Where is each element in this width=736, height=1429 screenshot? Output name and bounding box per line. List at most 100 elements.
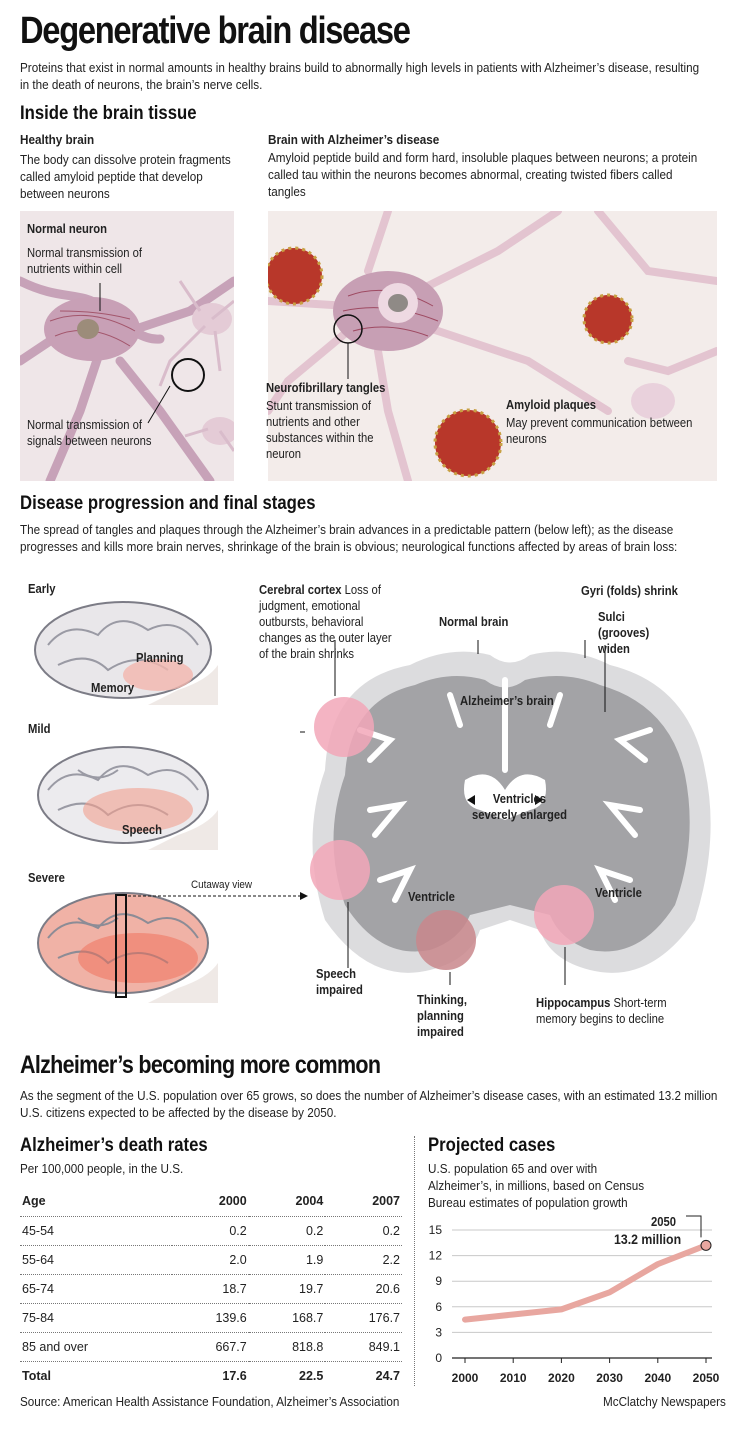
y-tick-label: 15 [429, 1223, 443, 1237]
x-tick-label: 2020 [548, 1371, 575, 1385]
normal-brain-label: Normal brain [439, 615, 509, 629]
y-tick-label: 12 [429, 1249, 443, 1263]
stage-severe-label: Severe [28, 871, 65, 885]
x-tick-label: 2030 [596, 1371, 623, 1385]
callout-leader [686, 1215, 702, 1238]
stage-early-label: Early [28, 582, 56, 596]
transmission-cell-label: Normal transmission of nutrients within … [27, 246, 143, 276]
alz-neuron-illustration [268, 211, 717, 481]
sulci-label: Sulci (grooves) widen [598, 610, 650, 656]
alz-brain-label: Alzheimer’s brain [460, 694, 554, 708]
cortex-annotation: Cerebral cortex Loss of judgment, emotio… [259, 582, 394, 662]
table-cell: 55-64 [20, 1245, 173, 1275]
column-header: Age [20, 1186, 173, 1217]
table-cell: 0.2 [172, 1216, 249, 1246]
alz-text: Amyloid peptide build and form hard, ins… [268, 150, 698, 199]
y-tick-label: 3 [435, 1325, 442, 1339]
cortex-title: Cerebral cortex [259, 583, 342, 597]
common-heading: Alzheimer’s becoming more common [20, 1051, 381, 1079]
credit: McClatchy Newspapers [603, 1394, 726, 1409]
page-title: Degenerative brain disease [20, 10, 411, 52]
x-tick-label: 2000 [452, 1371, 479, 1385]
stage-mild-label: Mild [28, 722, 51, 736]
table-cell: 168.7 [248, 1303, 326, 1333]
table-cell: 65-74 [20, 1274, 173, 1304]
healthy-text: The body can dissolve protein fragments … [20, 152, 231, 201]
early-brain-illustration [34, 601, 218, 705]
hippocampus-annotation: Hippocampus Short-term memory begins to … [536, 995, 698, 1027]
table-cell: 2.0 [172, 1245, 249, 1275]
table-cell: 1.9 [248, 1245, 326, 1275]
table-cell: 176.7 [325, 1303, 402, 1333]
table-cell: 0.2 [248, 1216, 326, 1246]
y-tick-label: 9 [435, 1274, 442, 1288]
progression-heading: Disease progression and final stages [20, 493, 316, 514]
callout-year: 2050 [651, 1215, 677, 1229]
projected-heading: Projected cases [428, 1135, 556, 1156]
table-cell: 20.6 [325, 1274, 402, 1304]
cortex-text: Loss of judgment, emotional outbursts, b… [259, 583, 392, 661]
table-cell: 18.7 [172, 1274, 249, 1304]
table-cell: 17.6 [222, 1368, 247, 1383]
y-tick-label: 0 [435, 1351, 442, 1365]
thinking-impaired-label: Thinking, planning impaired [417, 993, 468, 1039]
intro-text: Proteins that exist in normal amounts in… [20, 60, 700, 92]
cutaway-arrow [128, 892, 308, 900]
table-cell: 849.1 [325, 1332, 402, 1362]
data-point-2050 [700, 1239, 712, 1251]
speech-impaired-label: Speech impaired [316, 967, 363, 997]
table-cell: 818.8 [248, 1332, 326, 1362]
series-line [462, 1242, 709, 1323]
y-tick-label: 6 [435, 1300, 442, 1314]
healthy-title: Healthy brain [20, 132, 95, 147]
tangles-title: Neurofibrillary tangles [266, 381, 386, 395]
column-header: 2000 [172, 1186, 249, 1217]
death-rates-heading: Alzheimer’s death rates [20, 1135, 208, 1156]
memory-label: Memory [91, 681, 135, 695]
table-cell: Total [22, 1368, 51, 1383]
table-cell: 139.6 [172, 1303, 249, 1333]
table-cell: 45-54 [20, 1216, 173, 1246]
cutaway-label: Cutaway view [191, 879, 253, 891]
source-note: Source: American Health Assistance Found… [20, 1394, 400, 1409]
progression-text: The spread of tangles and plaques throug… [20, 522, 678, 554]
alz-title: Brain with Alzheimer’s disease [268, 132, 440, 147]
planning-label: Planning [136, 651, 184, 665]
plaques-text: May prevent communication between neuron… [506, 416, 693, 446]
callout-value: 13.2 million [614, 1231, 682, 1247]
normal-neuron-label: Normal neuron [27, 222, 108, 236]
column-header: 2007 [325, 1186, 402, 1217]
hippocampus-text: Short-term memory begins to decline [536, 996, 667, 1026]
brain-cross-section [300, 640, 711, 985]
mild-brain-illustration [37, 746, 218, 850]
common-text: As the segment of the U.S. population ov… [20, 1088, 718, 1120]
death-rates-subheading: Per 100,000 people, in the U.S. [20, 1161, 184, 1176]
transmission-signals-label: Normal transmission of signals between n… [27, 418, 152, 448]
tissue-heading: Inside the brain tissue [20, 103, 197, 124]
ventricles-label: Ventricles severely enlarged [471, 792, 568, 822]
section-divider [414, 1136, 415, 1386]
x-tick-label: 2050 [693, 1371, 720, 1385]
x-tick-label: 2010 [500, 1371, 527, 1385]
speech-label: Speech [122, 823, 163, 837]
gyri-label: Gyri (folds) shrink [581, 584, 678, 598]
table-cell: 2.2 [325, 1245, 402, 1275]
table-cell: 24.7 [375, 1368, 400, 1383]
table-cell: 667.7 [172, 1332, 249, 1362]
table-cell: 19.7 [248, 1274, 326, 1304]
healthy-neuron-illustration [20, 211, 234, 481]
projected-subheading: U.S. population 65 and over with Alzheim… [428, 1161, 645, 1210]
ventricle-right-label: Ventricle [595, 886, 642, 900]
plaques-title: Amyloid plaques [506, 398, 597, 412]
column-header: 2004 [248, 1186, 326, 1217]
hippocampus-title: Hippocampus [536, 996, 611, 1010]
ventricle-left-label: Ventricle [408, 890, 455, 904]
